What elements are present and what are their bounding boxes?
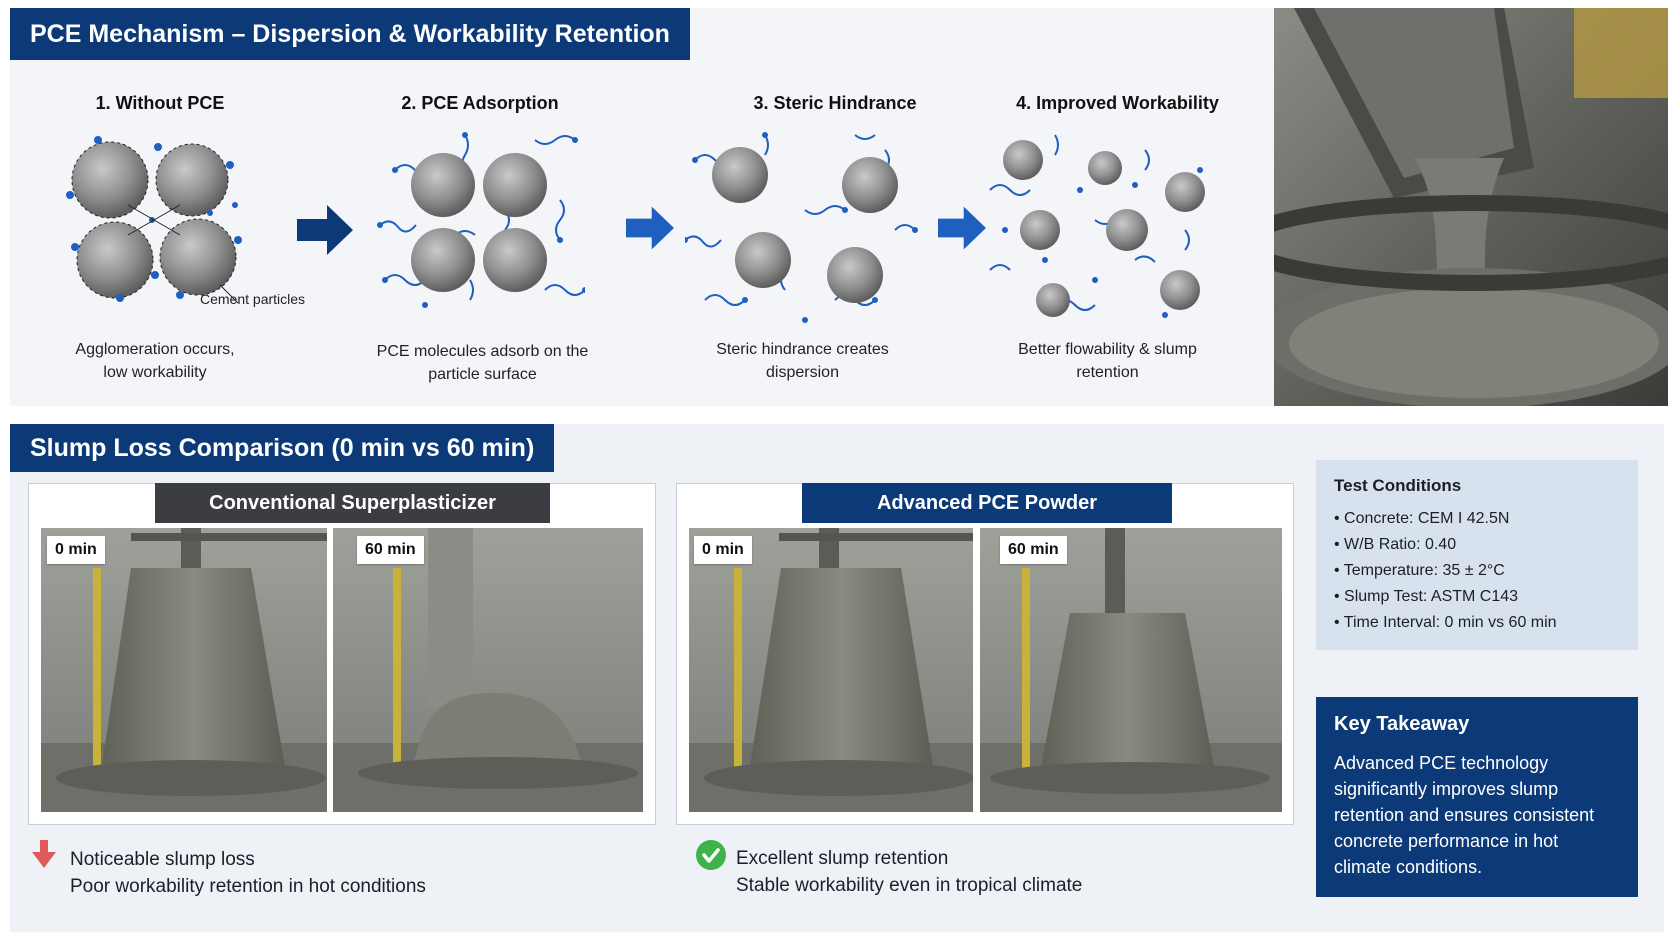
pce-adsorption-diagram	[377, 132, 585, 308]
key-takeaway-text: Advanced PCE technology significantly im…	[1334, 753, 1595, 877]
test-conditions-title: Test Conditions	[1334, 476, 1462, 495]
step-arrow-2-icon	[626, 206, 674, 250]
advanced-note: Excellent slump retention Stable workabi…	[736, 848, 1083, 896]
conventional-60min-photo	[333, 528, 643, 812]
advanced-0min-photo	[689, 528, 973, 812]
agglomeration-diagram	[66, 136, 242, 304]
concrete-pour-photo	[1274, 8, 1668, 406]
test-item: • Temperature: 35 ± 2°C	[1334, 562, 1505, 579]
advanced-60min-photo	[980, 528, 1282, 812]
conventional-label: Conventional Superplasticizer	[155, 483, 550, 523]
test-conditions-box: Test Conditions • Concrete: CEM I 42.5N …	[1316, 460, 1638, 650]
step-arrow-3-icon	[938, 206, 986, 250]
steric-hindrance-diagram	[685, 132, 918, 323]
step-1-title: 1. Without PCE	[95, 93, 225, 113]
mechanism-panel	[10, 8, 1274, 406]
step-4-title: 4. Improved Workability	[1016, 93, 1219, 113]
improved-workability-diagram	[989, 134, 1205, 318]
test-item: • Concrete: CEM I 42.5N	[1334, 510, 1510, 527]
test-item: • W/B Ratio: 0.40	[1334, 536, 1457, 553]
conventional-60min-label: 60 min	[357, 536, 424, 564]
check-circle-icon	[696, 840, 726, 870]
step-3-title: 3. Steric Hindrance	[753, 93, 917, 113]
step-2-caption: PCE molecules adsorb on the particle sur…	[376, 343, 589, 383]
key-takeaway-title: Key Takeaway	[1334, 713, 1470, 735]
test-item: • Slump Test: ASTM C143	[1334, 588, 1519, 605]
test-item: • Time Interval: 0 min vs 60 min	[1334, 614, 1557, 631]
step-1-caption: Agglomeration occurs, low workability	[75, 341, 235, 381]
advanced-0min-label: 0 min	[694, 536, 752, 564]
step-arrow-1-icon	[297, 205, 353, 255]
advanced-60min-label: 60 min	[1000, 536, 1067, 564]
conventional-0min-photo	[41, 528, 327, 812]
down-arrow-icon	[32, 840, 56, 868]
mechanism-title: PCE Mechanism – Dispersion & Workability…	[10, 8, 690, 60]
slump-title: Slump Loss Comparison (0 min vs 60 min)	[10, 424, 555, 472]
advanced-label: Advanced PCE Powder	[802, 483, 1172, 523]
step-2-title: 2. PCE Adsorption	[401, 93, 559, 113]
conventional-note: Noticeable slump loss Poor workability r…	[70, 849, 426, 897]
key-takeaway-box: Key Takeaway Advanced PCE technology sig…	[1316, 697, 1638, 897]
cement-particles-callout: Cement particles	[200, 291, 306, 307]
step-4-caption: Better flowability & slump retention	[1018, 341, 1197, 381]
conventional-0min-label: 0 min	[47, 536, 105, 564]
step-3-caption: Steric hindrance creates dispersion	[716, 341, 889, 381]
